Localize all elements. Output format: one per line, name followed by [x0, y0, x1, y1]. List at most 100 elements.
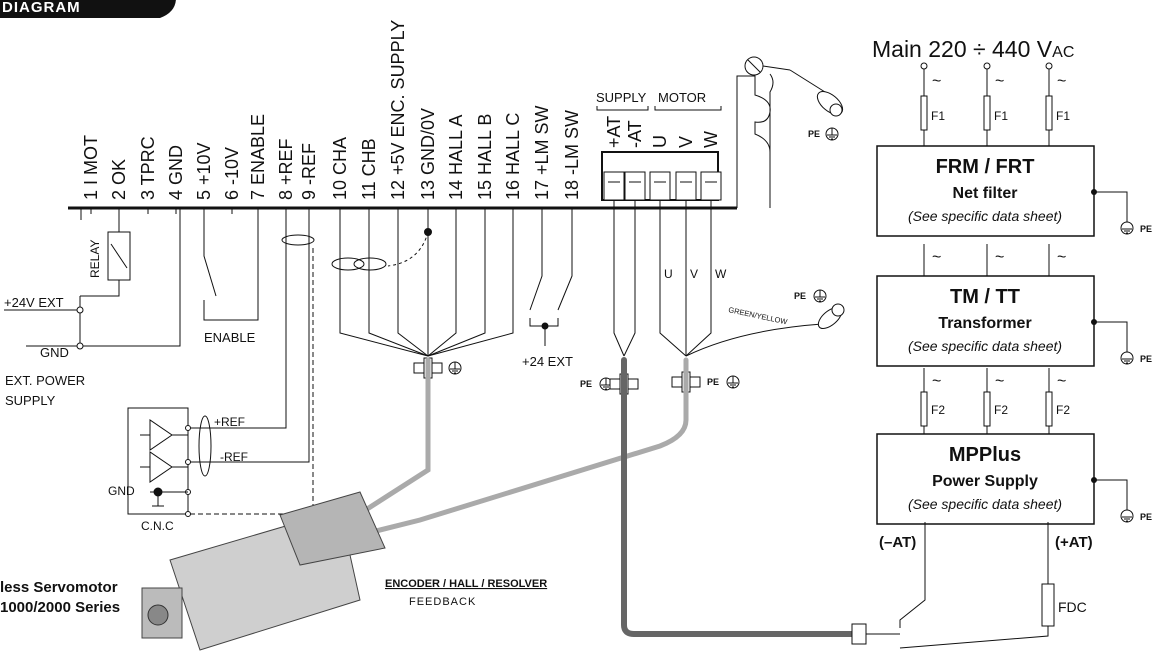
block-note: (See specific data sheet) — [908, 208, 1062, 224]
terminal-label: +AT — [604, 116, 624, 148]
pin-label-8: 8 +REF — [276, 138, 296, 200]
phase-symbol: ~ — [932, 373, 941, 390]
phase-symbol: ~ — [932, 73, 941, 90]
terminal-label: U — [650, 135, 670, 148]
mains-chain: Main 220 ÷ 440 VAC ~F1~~F2~F1~~F2~F1~~F2 — [872, 36, 1074, 434]
pin-label-12: 12 +5V ENC. SUPPLY — [388, 20, 408, 200]
pin-label-4: 4 GND — [166, 145, 186, 200]
terminal-label: W — [701, 131, 721, 148]
pe-label: PE — [707, 377, 719, 387]
fuse-f1-label: F1 — [931, 109, 945, 123]
green-yellow-label: GREEN/YELLOW — [728, 305, 789, 326]
fdc-label: FDC — [1058, 599, 1087, 615]
pin-label-16: 16 HALL C — [503, 113, 523, 200]
motor-title-1: less Servomotor — [0, 579, 118, 596]
terminal-screw — [603, 171, 625, 201]
block-subtitle: Power Supply — [932, 473, 1038, 490]
pin-label-9: 9 -REF — [299, 143, 319, 200]
pe-label: PE — [580, 379, 592, 389]
pin-label-11: 11 CHB — [359, 138, 379, 200]
header-title: DIAGRAM — [2, 0, 81, 16]
pin-label-6: 6 -10V — [222, 147, 242, 200]
power-block-1: TM / TT Transformer (See specific data she… — [876, 275, 1152, 367]
power-block-0: FRM / FRT Net filter (See specific data sh… — [876, 145, 1152, 237]
cnc-minus-ref: -REF — [220, 450, 248, 464]
pe-label: PE — [1140, 512, 1152, 522]
fuse-f2-label: F2 — [994, 403, 1008, 417]
mains-title: Main 220 ÷ 440 VAC — [872, 36, 1074, 62]
phase-symbol: ~ — [932, 249, 941, 266]
pin-label-18: 18 -LM SW — [562, 110, 582, 200]
cnc-plus-ref: +REF — [214, 415, 245, 429]
block-note: (See specific data sheet) — [908, 338, 1062, 354]
block-title: FRM / FRT — [936, 156, 1035, 178]
phase-symbol: ~ — [995, 73, 1004, 90]
pin-label-5: 5 +10V — [194, 142, 214, 200]
power-blocks: FRM / FRT Net filter (See specific data sh… — [876, 145, 1152, 525]
fuse-f1-label: F1 — [1056, 109, 1070, 123]
left-io-labels: RELAY +24V EXT GND EXT. POWER SUPPLY ENA… — [4, 240, 573, 408]
block-note: (See specific data sheet) — [908, 496, 1062, 512]
cnc-block: +REF -REF GND C.N.C — [108, 407, 248, 533]
feedback-line-2: FEEDBACK — [409, 596, 476, 608]
pin-label-13: 13 GND/0V — [418, 108, 438, 200]
wire-u-label: U — [664, 267, 673, 281]
motor-wires: U V W GREEN/YELLOW — [613, 200, 845, 357]
plus-at-label: (+AT) — [1055, 534, 1093, 551]
pin-label-7: 7 ENABLE — [248, 114, 268, 200]
pin-label-3: 3 TPRC — [138, 136, 158, 200]
block-subtitle: Transformer — [938, 315, 1031, 332]
fuse-f2-label: F2 — [1056, 403, 1070, 417]
phase-symbol: ~ — [1057, 373, 1066, 390]
plus-24-ext-label: +24 EXT — [522, 354, 573, 369]
pin-label-14: 14 HALL A — [446, 115, 466, 200]
terminal-label: -AT — [625, 120, 645, 148]
wire-w-label: W — [715, 267, 727, 281]
pe-label: PE — [808, 129, 820, 139]
pin-wires — [4, 208, 573, 515]
feedback-line-1: ENCODER / HALL / RESOLVER — [385, 578, 547, 590]
terminal-screw — [649, 171, 671, 201]
header-tab: DIAGRAM — [0, 0, 176, 18]
pin-label-15: 15 HALL B — [475, 114, 495, 200]
supply-group-label: SUPPLY — [596, 90, 647, 105]
gnd-label: GND — [40, 345, 69, 360]
fuse-f2 — [920, 391, 928, 427]
pe-label: PE — [1140, 354, 1152, 364]
ground-icon — [1120, 351, 1134, 365]
phase-symbol: ~ — [1057, 249, 1066, 266]
pin-label-17: 17 +LM SW — [532, 105, 552, 200]
minus-at-label: (–AT) — [879, 534, 916, 551]
cnc-label: C.N.C — [141, 519, 174, 533]
fuse-f1 — [920, 95, 928, 131]
terminal-label: V — [676, 136, 696, 148]
relay-label: RELAY — [88, 240, 102, 278]
block-title: TM / TT — [950, 286, 1020, 308]
wire-v-label: V — [690, 267, 698, 281]
enable-label: ENABLE — [204, 330, 256, 345]
pe-label: PE — [1140, 224, 1152, 234]
fuse-f2-label: F2 — [931, 403, 945, 417]
cables — [297, 357, 863, 637]
fuse-f1 — [1045, 95, 1053, 131]
supply-outputs: (–AT) (+AT) FDC — [851, 522, 1093, 649]
ground-icon — [1120, 221, 1134, 235]
cnc-gnd: GND — [108, 484, 135, 498]
phase-symbol: ~ — [1057, 73, 1066, 90]
fuse-f2 — [1045, 391, 1053, 427]
pin-label-2: 2 OK — [109, 159, 129, 200]
pin-label-10: 10 CHA — [330, 137, 350, 200]
ext-power-label-2: SUPPLY — [5, 393, 56, 408]
terminal-screw — [675, 171, 697, 201]
block-subtitle: Net filter — [953, 185, 1018, 202]
fuse-f1-label: F1 — [994, 109, 1008, 123]
motor-group-label: MOTOR — [658, 90, 706, 105]
servomotor: less Servomotor 1000/2000 Series — [0, 491, 386, 651]
terminal-screw — [700, 171, 722, 201]
v24-ext-label: +24V EXT — [4, 295, 64, 310]
terminal-screw — [624, 171, 646, 201]
